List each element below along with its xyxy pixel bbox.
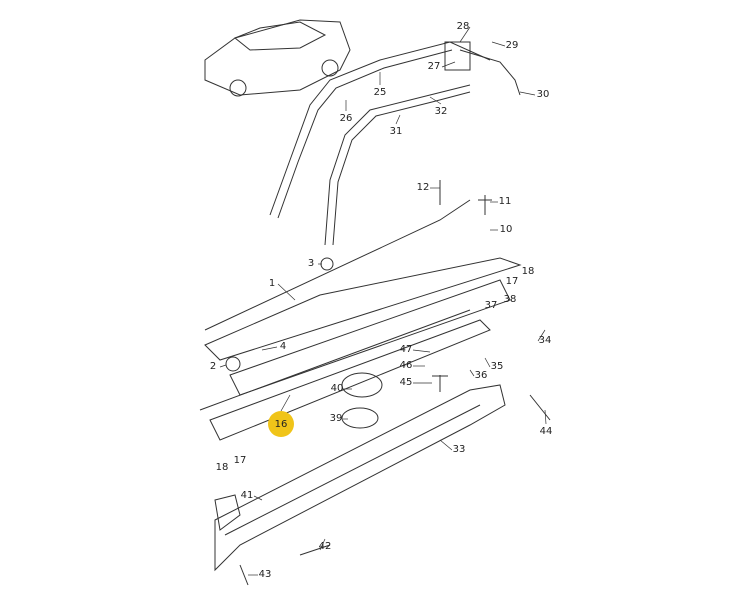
- callout-17-upper: 17: [505, 276, 519, 287]
- callout-44: 44: [539, 426, 553, 437]
- callout-12: 12: [416, 182, 430, 193]
- callout-40: 40: [330, 383, 344, 394]
- callout-10: 10: [499, 224, 513, 235]
- callout-18-upper: 18: [521, 266, 535, 277]
- callout-45: 45: [399, 377, 413, 388]
- callout-36: 36: [474, 370, 488, 381]
- car-thumbnail: [204, 19, 351, 97]
- callout-39: 39: [329, 413, 343, 424]
- sill-upper-trim: [199, 199, 522, 441]
- roof-and-a-pillar-trim: [269, 41, 521, 246]
- callout-31: 31: [389, 126, 403, 137]
- callout-42: 42: [318, 541, 332, 552]
- callout-16-highlighted: 16: [268, 411, 294, 437]
- callout-4: 4: [279, 341, 287, 352]
- callout-26: 26: [339, 113, 353, 124]
- callout-35: 35: [490, 361, 504, 372]
- callout-41: 41: [240, 490, 254, 501]
- callout-30: 30: [536, 89, 550, 100]
- leader-lines: [219, 26, 547, 576]
- callout-32: 32: [434, 106, 448, 117]
- callout-3: 3: [307, 258, 315, 269]
- callout-37: 37: [484, 300, 498, 311]
- callout-17-lower: 17: [233, 455, 247, 466]
- callout-46: 46: [399, 360, 413, 371]
- callout-25: 25: [373, 87, 387, 98]
- callout-2: 2: [209, 361, 217, 372]
- callout-43: 43: [258, 569, 272, 580]
- callout-1: 1: [268, 278, 276, 289]
- callout-11: 11: [498, 196, 512, 207]
- callout-18-lower: 18: [215, 462, 229, 473]
- callout-38: 38: [503, 294, 517, 305]
- callout-29: 29: [505, 40, 519, 51]
- callout-47: 47: [399, 344, 413, 355]
- callout-27: 27: [427, 61, 441, 72]
- rocker-panel-cover: [214, 384, 506, 572]
- callout-33: 33: [452, 444, 466, 455]
- callout-34: 34: [538, 335, 552, 346]
- callout-28: 28: [456, 21, 470, 32]
